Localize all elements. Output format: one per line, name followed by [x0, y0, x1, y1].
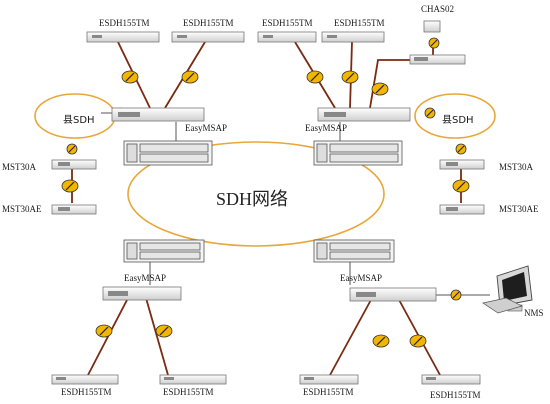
center-network-label: SDH网络 [216, 189, 288, 209]
device-easymsap-br [349, 287, 437, 302]
device-esdh-tm [171, 31, 245, 43]
device-chas [423, 20, 441, 33]
device-esdh-bl2 [159, 374, 227, 385]
rack-chassis [123, 140, 403, 263]
label-esdh-bl1: ESDH155TM [61, 387, 112, 397]
device-chas-unit [409, 54, 466, 65]
device-esdh-tl [86, 31, 160, 43]
rack-top-left [123, 140, 213, 166]
device-mst-l1 [51, 159, 97, 170]
device-esdh-tr2 [321, 31, 385, 43]
label-esdh-tl: ESDH155TM [99, 18, 150, 28]
label-easymsap-tr: EasyMSAP [305, 123, 347, 133]
label-mst-l1: MST30A [2, 162, 37, 172]
label-esdh-tr1: ESDH155TM [262, 18, 313, 28]
label-nms: NMS [524, 308, 544, 318]
device-easymsap-tr [317, 107, 411, 122]
link-badges [61, 37, 470, 348]
rack-top-right [313, 140, 403, 166]
device-esdh-tr1 [257, 31, 317, 43]
device-mst-r2 [439, 204, 485, 215]
right-county-ring [414, 93, 496, 139]
nms-computer-icon [482, 265, 533, 314]
device-easymsap-bl [102, 286, 182, 301]
label-easymsap-bl: EasyMSAP [124, 273, 166, 283]
devices [51, 20, 485, 385]
device-mst-l2 [51, 204, 97, 215]
label-esdh-tr2: ESDH155TM [334, 18, 385, 28]
label-mst-r1: MST30A [499, 162, 534, 172]
device-esdh-br1 [299, 374, 359, 385]
label-easymsap-br: EasyMSAP [340, 273, 382, 283]
label-esdh-tm: ESDH155TM [183, 18, 234, 28]
label-mst-r2: MST30AE [499, 204, 539, 214]
device-esdh-bl1 [51, 374, 119, 385]
right-ring-label: 县SDH [442, 114, 474, 126]
device-esdh-br2 [421, 374, 481, 385]
device-easymsap-tl [111, 107, 205, 122]
label-chas: CHAS02 [421, 4, 454, 14]
left-ring-label: 县SDH [63, 114, 95, 126]
label-easymsap-tl: EasyMSAP [185, 123, 227, 133]
label-esdh-bl2: ESDH155TM [163, 387, 214, 397]
device-ports [56, 35, 458, 380]
sdh-network-ring [127, 141, 385, 247]
node-connectors [101, 112, 490, 296]
device-mst-r1 [439, 159, 485, 170]
rack-bottom-right [313, 239, 395, 263]
label-esdh-br1: ESDH155TM [303, 387, 354, 397]
label-mst-l2: MST30AE [2, 204, 42, 214]
label-esdh-br2: ESDH155TM [430, 390, 481, 400]
rack-bottom-left [123, 239, 205, 263]
